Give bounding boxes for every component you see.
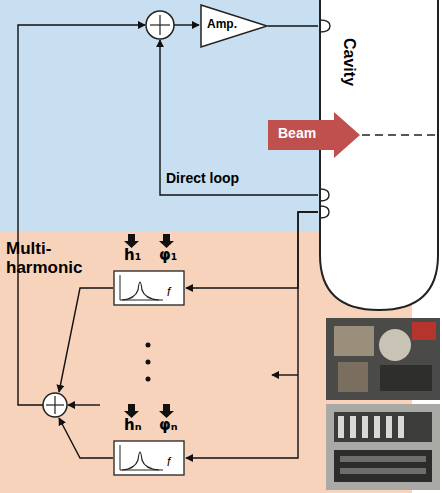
- filter-axes: [120, 275, 163, 300]
- harmonic-number: hₙ: [124, 417, 142, 434]
- filter-output-wire: [59, 418, 113, 458]
- filter-text: f: [167, 286, 170, 299]
- beam-arrow-body: [268, 112, 360, 158]
- filter-shape: [113, 440, 185, 476]
- loop-label: Direct loop: [166, 171, 239, 186]
- amplifier-triangle: Amp.: [200, 4, 268, 48]
- pickup-wire: [272, 374, 298, 375]
- junction-to-amp-wire: [174, 24, 199, 25]
- hardware-photo: [326, 318, 440, 400]
- beam-text: Beam: [278, 126, 316, 141]
- coupler-loop: [320, 20, 330, 32]
- filter-output-wire: [68, 404, 100, 405]
- signal-wire: [268, 25, 318, 26]
- signal-wire: [186, 212, 318, 458]
- bandpass-filter: f: [113, 270, 185, 306]
- cavity-shape: [318, 0, 440, 312]
- amplifier-outline: [201, 5, 267, 47]
- filter-text: f: [167, 456, 170, 469]
- resonance-peak: [122, 282, 159, 300]
- resonance-peak: [122, 452, 159, 470]
- multi-harmonic-band: Multi-harmonic f f: [0, 232, 412, 493]
- rack-photo: [326, 404, 440, 490]
- harmonic-number: h₁: [124, 247, 141, 264]
- outer-loop-wire: [18, 25, 145, 405]
- ellipsis-dots: [146, 343, 151, 382]
- band-text: Multi-harmonic: [6, 240, 106, 277]
- phase-setting: φₙ: [159, 417, 178, 434]
- summing-junction: [146, 11, 174, 39]
- direct-loop-wire: [160, 40, 318, 195]
- filter-outline: [114, 441, 184, 475]
- cavity-wall: [320, 0, 438, 310]
- filter-outline: [114, 271, 184, 305]
- phase-setting: φ₁: [159, 247, 177, 264]
- filter-axes: [120, 445, 163, 470]
- cavity-outline: Cavity: [318, 0, 440, 312]
- cavity-text: Cavity: [340, 38, 358, 86]
- summing-junction: [43, 393, 67, 417]
- beam-axis: [362, 134, 440, 136]
- amp-text: Amp.: [207, 18, 237, 31]
- bandpass-filter: f: [113, 440, 185, 476]
- filter-output-wire: [59, 288, 113, 392]
- beam-arrow: Beam: [268, 112, 360, 158]
- pickup-loop: [320, 206, 329, 218]
- pickup-loop: [320, 189, 329, 201]
- filter-shape: [113, 270, 185, 306]
